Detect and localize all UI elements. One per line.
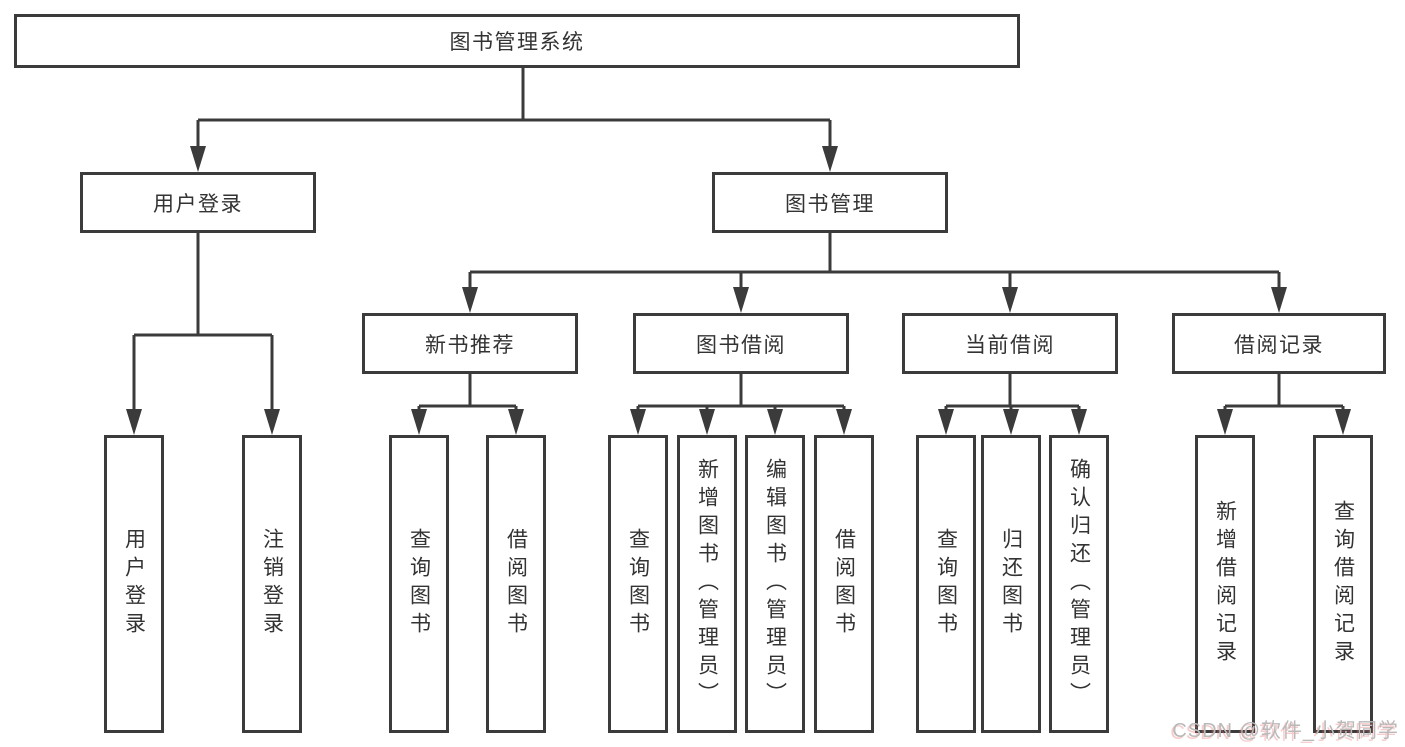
leaf-query-book-1: 查询图书 <box>389 435 449 733</box>
node-user-login: 用户登录 <box>80 172 316 233</box>
leaf-borrow-book-1: 借阅图书 <box>486 435 546 733</box>
leaf-return-book: 归还图书 <box>981 435 1041 733</box>
leaf-logout: 注销登录 <box>242 435 302 733</box>
leaf-confirm-return-admin: 确认归还（管理员） <box>1049 435 1109 733</box>
node-label: 新书推荐 <box>425 333 515 357</box>
leaf-query-book-3: 查询图书 <box>916 435 976 733</box>
leaf-add-book-admin: 新增图书（管理员） <box>677 435 737 733</box>
node-label: 用户登录 <box>153 192 243 216</box>
node-label: 注销登录 <box>260 528 284 640</box>
node-label: 借阅图书 <box>832 528 856 640</box>
node-label: 当前借阅 <box>965 333 1055 357</box>
node-label: 新增图书（管理员） <box>695 458 719 710</box>
node-current-borrow: 当前借阅 <box>902 313 1118 374</box>
leaf-borrow-book-2: 借阅图书 <box>814 435 874 733</box>
csdn-watermark: CSDN @软件_小贺同学 <box>1172 720 1399 742</box>
node-label: 图书管理 <box>785 192 875 216</box>
node-label: 图书管理系统 <box>449 31 585 54</box>
leaf-query-borrow-record: 查询借阅记录 <box>1313 435 1373 733</box>
node-label: 归还图书 <box>999 528 1023 640</box>
node-label: 查询图书 <box>407 528 431 640</box>
node-book-management: 图书管理 <box>712 172 948 233</box>
node-label: 查询图书 <box>626 528 650 640</box>
leaf-add-borrow-record: 新增借阅记录 <box>1195 435 1255 733</box>
node-label: 借阅记录 <box>1234 333 1324 357</box>
node-label: 查询借阅记录 <box>1331 500 1355 668</box>
node-label: 确认归还（管理员） <box>1067 458 1091 710</box>
leaf-user-login: 用户登录 <box>104 435 164 733</box>
node-label: 用户登录 <box>122 528 146 640</box>
leaf-query-book-2: 查询图书 <box>608 435 668 733</box>
node-label: 新增借阅记录 <box>1213 500 1237 668</box>
node-new-book-recommend: 新书推荐 <box>362 313 578 374</box>
arrowhead-icons <box>126 146 1351 435</box>
node-label: 编辑图书（管理员） <box>763 458 787 710</box>
node-borrow-records: 借阅记录 <box>1172 313 1386 374</box>
node-label: 图书借阅 <box>696 333 786 357</box>
node-library-management-system: 图书管理系统 <box>14 14 1020 68</box>
node-label: 借阅图书 <box>504 528 528 640</box>
node-book-borrow: 图书借阅 <box>633 313 849 374</box>
node-label: 查询图书 <box>934 528 958 640</box>
leaf-edit-book-admin: 编辑图书（管理员） <box>745 435 805 733</box>
